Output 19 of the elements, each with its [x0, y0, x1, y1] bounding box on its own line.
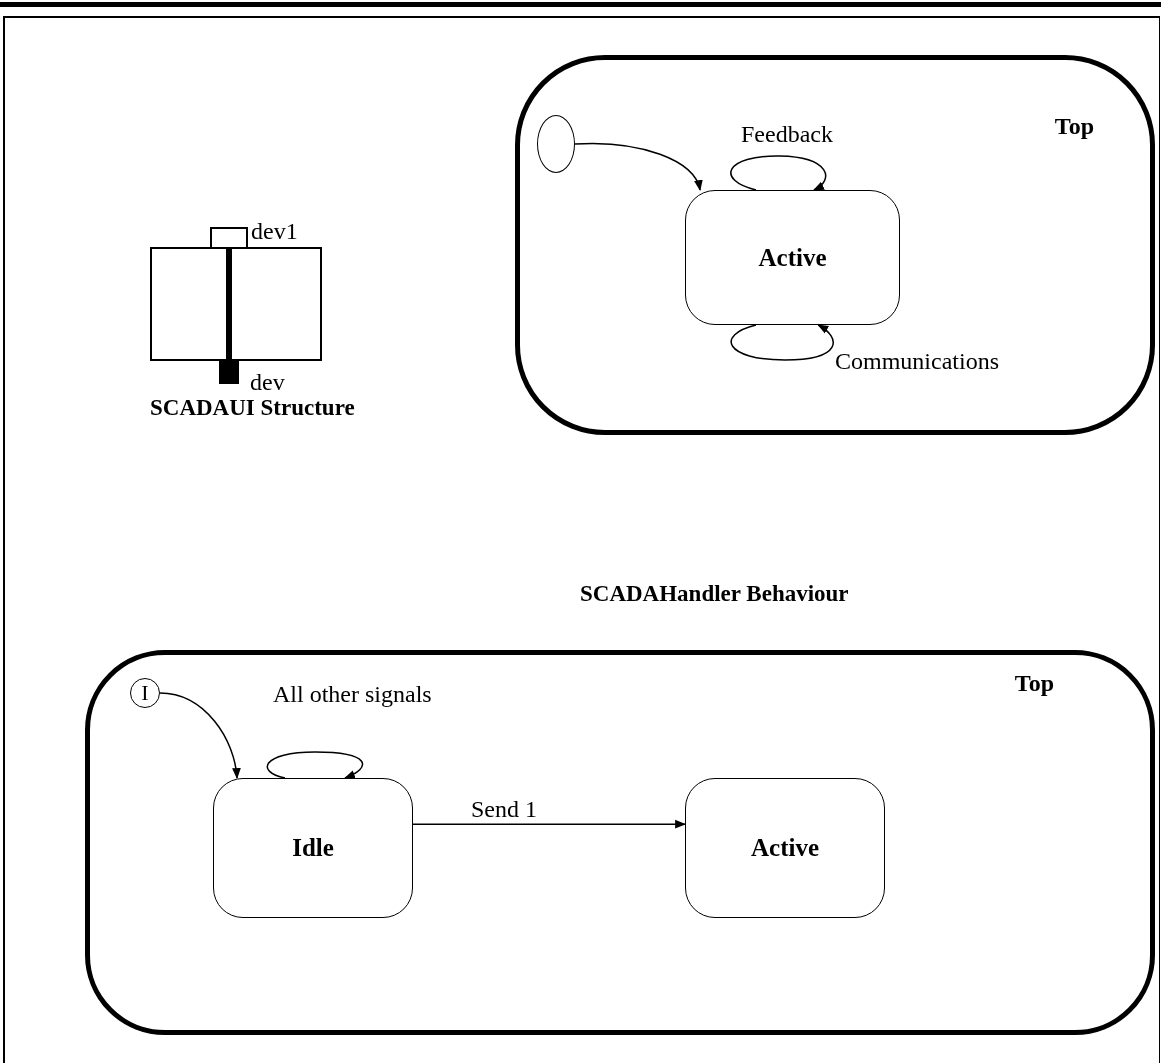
state-name: Top	[1014, 669, 1054, 698]
port-label: dev	[250, 370, 285, 394]
self-transition-arrow	[730, 155, 827, 191]
transition-arrow	[412, 819, 687, 829]
diagram-heading: SCADAHandler Behaviour	[580, 582, 849, 605]
state-name: Idle	[292, 833, 334, 864]
initial-transition-arrow	[159, 692, 241, 780]
state-name: Active	[758, 242, 827, 273]
structure-caption: SCADAUI Structure	[150, 396, 355, 419]
self-transition-arrow	[730, 324, 834, 361]
state-box	[213, 778, 413, 918]
port-label: dev1	[251, 219, 298, 243]
state-box	[685, 778, 885, 918]
initial-transition-arrow	[574, 142, 702, 192]
self-transition-arrow	[266, 751, 364, 779]
state-name: Active	[751, 833, 819, 864]
state-box	[685, 190, 900, 325]
state-name: Top	[1054, 112, 1094, 141]
initial-marker: I	[141, 682, 149, 704]
